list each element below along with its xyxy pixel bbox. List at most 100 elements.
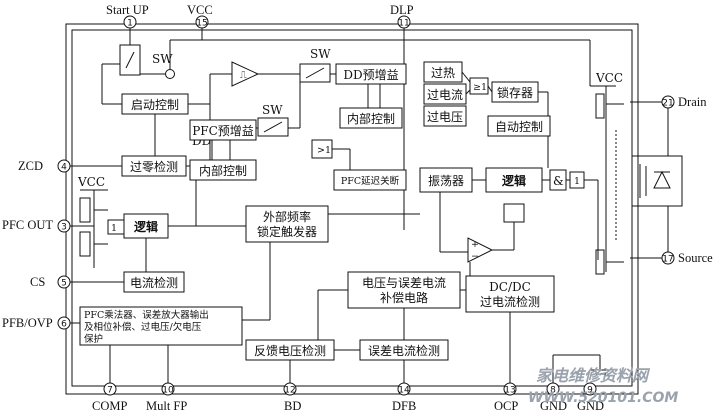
pin-9: 9 GND	[577, 382, 604, 413]
pin-number: 6	[61, 320, 67, 330]
over-voltage-label: 过电压	[427, 110, 463, 124]
right-logic-label: 逻辑	[502, 173, 526, 188]
pin-3: PFC OUT 3	[2, 218, 80, 233]
pin-number: 4	[61, 163, 67, 173]
pfc-multiplier-block	[79, 306, 243, 346]
dcdc-ocp-block	[465, 275, 555, 313]
power-mosfet-icon	[631, 155, 683, 207]
startup-control-label: 启动控制	[131, 98, 179, 112]
pin-label-bd: BD	[284, 399, 301, 413]
volt-err-comp-line1: 电压与误差电流	[362, 276, 446, 290]
pin-13: 13 OCP	[494, 312, 518, 413]
pin-label-cs: CS	[30, 275, 45, 289]
pin-label-pfc-out: PFC OUT	[2, 218, 53, 232]
pin-6: PFB/OVP 6	[2, 316, 80, 330]
oscillator-block	[419, 167, 473, 193]
pin-17: 17 Source	[630, 206, 713, 265]
pin-number: 5	[61, 279, 67, 289]
watermark-line2: WWW.520101.COM	[528, 390, 678, 406]
pin-label-ocp: OCP	[494, 399, 518, 413]
svg-text:1: 1	[574, 176, 580, 187]
error-amplifier-icon	[467, 237, 494, 263]
pin-label-drain: Drain	[678, 95, 707, 109]
and-gate-label: &	[553, 174, 564, 188]
over-current-label: 过电流	[427, 88, 463, 102]
pin-number: 7	[107, 386, 113, 396]
pin-number: 14	[398, 386, 410, 396]
ext-freq-lock-line2: 锁定触发器	[257, 224, 317, 239]
schmitt-buffer-icon	[231, 61, 260, 87]
ext-freq-lock-line1: 外部频率	[263, 209, 311, 224]
pfc-preamp-block	[189, 119, 257, 141]
internal-control-2-label: 内部控制	[199, 163, 247, 178]
volt-err-comp-line2: 补偿电路	[380, 290, 428, 305]
pin-number: 11	[398, 19, 409, 29]
vcc-left-label: VCC	[77, 175, 105, 189]
pin-15: VCC 15	[170, 3, 590, 41]
pin-21: 21 Drain	[630, 95, 707, 156]
sw3-label: SW	[262, 103, 283, 117]
pfc-multiplier-line3: 保护	[84, 333, 103, 345]
pin-number: 13	[504, 386, 515, 396]
latch-label: 锁存器	[497, 85, 533, 100]
auto-control-label: 自动控制	[495, 120, 543, 134]
pin-number: 1	[127, 19, 133, 29]
pin-number: 9	[587, 386, 593, 396]
pin-number: 17	[662, 255, 673, 265]
current-detect-block	[123, 271, 185, 293]
pin-4: ZCD 4	[18, 159, 122, 173]
pin-label-startup: Start UP	[106, 3, 149, 17]
pfc-multiplier-line2: 及相位补偿、过电压/欠电压	[84, 321, 202, 333]
current-source-icon	[165, 69, 175, 79]
pin-label-comp: COMP	[92, 399, 127, 413]
dd-preamp-label: DD预增益	[343, 68, 398, 82]
svg-text:≥1: ≥1	[473, 82, 487, 93]
svg-text:1: 1	[111, 223, 117, 234]
pin-label-gnd-9: GND	[577, 399, 604, 413]
over-temp-label: 过热	[431, 66, 455, 80]
pfc-delay-off-label: PFC延迟关断	[341, 175, 400, 187]
pin-14: 14 DFB	[392, 360, 416, 413]
oscillator-label: 振荡器	[428, 174, 464, 188]
chip-outline	[65, 23, 639, 395]
watermark-line1: 家电维修资料网	[536, 366, 651, 385]
internal-control-2-block	[189, 159, 257, 181]
pin-label-dfb: DFB	[392, 399, 416, 413]
auto-control-block	[487, 115, 551, 137]
pin-number: 15	[196, 19, 207, 29]
feedback-voltage-detect-label: 反馈电压检测	[254, 343, 326, 358]
zero-cross-label: 过零检测	[130, 159, 178, 174]
pfc-delay-off-block	[333, 169, 407, 191]
pin-label-mult-fp: Mult FP	[146, 399, 187, 413]
pin-5: CS 5	[30, 275, 124, 289]
pin-1: Start UP 1	[106, 3, 149, 45]
current-detect-label: 电流检测	[130, 275, 178, 290]
vcc-right-label: VCC	[595, 71, 623, 85]
dcdc-ocp-line1: DC/DC	[489, 280, 531, 294]
internal-control-1-label: 内部控制	[347, 111, 395, 126]
pin-number: 21	[662, 99, 673, 109]
svg-text:>1: >1	[317, 145, 331, 156]
inner-frame	[71, 29, 633, 387]
dcdc-ocp-line2: 过电流检测	[480, 294, 540, 309]
pin-label-gnd-8: GND	[540, 399, 567, 413]
pin-label-zcd: ZCD	[18, 159, 43, 173]
svg-text:+: +	[471, 239, 479, 250]
svg-text:−: −	[471, 251, 479, 262]
pin-label-dlp: DLP	[390, 3, 414, 17]
pin-number: 10	[162, 386, 174, 396]
internal-control-1-block	[339, 107, 403, 129]
pfc-preamp-label: PFC预增益	[192, 124, 254, 138]
pin-number: 8	[550, 386, 556, 396]
pin-12: 12 BD	[283, 360, 301, 413]
pin-11: DLP 11	[390, 3, 414, 230]
pin-label-pfb-ovp: PFB/OVP	[2, 316, 53, 330]
left-logic-label: 逻辑	[134, 219, 158, 234]
pin-8: 8 GND	[540, 382, 567, 413]
error-current-detect-label: 误差电流检测	[368, 343, 440, 358]
pfc-multiplier-line1: PFC乘法器、误差放大器输出	[84, 309, 209, 321]
pin-number: 12	[284, 386, 295, 396]
sw1-label: SW	[152, 52, 173, 66]
pin-7: 7 COMP	[92, 382, 127, 413]
